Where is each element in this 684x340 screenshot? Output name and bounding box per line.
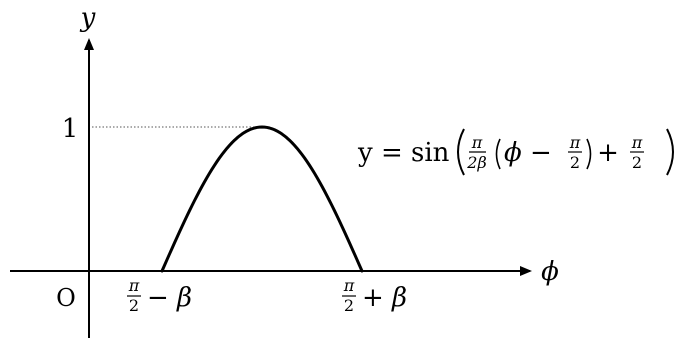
formula-inner-frac-num: π [569, 133, 581, 152]
formula-tail-frac-den: 2 [632, 153, 642, 172]
formula-inner-lead: ϕ − [504, 138, 552, 168]
formula-outer-frac-den: 2β [466, 153, 486, 172]
formula-inner-frac-den: 2 [570, 153, 580, 172]
formula-paren-open [495, 138, 501, 170]
origin-label: O [56, 284, 76, 312]
sine-hump-curve [160, 125, 364, 273]
x-tick-left-frac-den: 2 [129, 296, 139, 315]
y-axis-label: y [80, 3, 96, 33]
x-tick-right-rest: + β [362, 283, 407, 313]
x-tick-right-label: π 2 + β [342, 276, 407, 315]
x-tick-right-frac-num: π [343, 276, 355, 295]
y-tick-label-1: 1 [62, 114, 79, 144]
x-tick-left-frac-num: π [128, 276, 140, 295]
formula-lhs: y = sin [357, 138, 450, 168]
x-tick-left-rest: − β [147, 283, 192, 313]
formula-big-paren-open [457, 128, 465, 176]
formula-big-paren-close [666, 128, 674, 176]
formula-tail-frac-num: π [631, 133, 643, 152]
formula-tail-op: + [597, 138, 619, 168]
formula-outer-frac-num: π [471, 133, 483, 152]
x-tick-left-label: π 2 − β [127, 276, 192, 315]
x-tick-right-frac-den: 2 [344, 296, 354, 315]
curve-formula: y = sin π 2β ϕ − π 2 + π 2 [357, 128, 674, 176]
formula-paren-close [586, 138, 592, 170]
x-axis-label: ϕ [541, 257, 559, 287]
